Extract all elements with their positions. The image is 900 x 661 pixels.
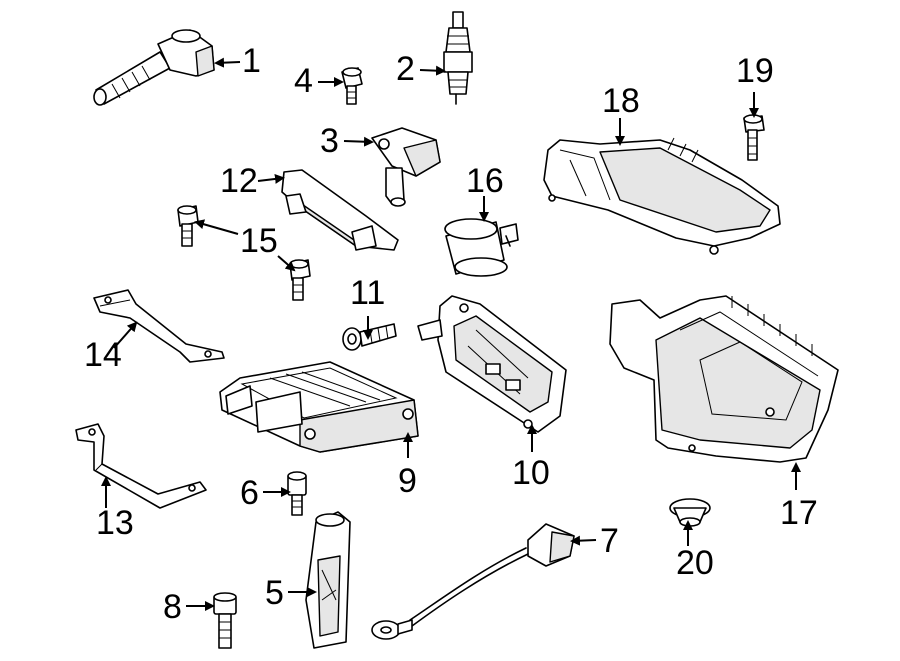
bracket-13-drawing	[75, 423, 207, 509]
sensor-drawing	[371, 127, 441, 207]
housing-cover-drawing	[543, 137, 781, 255]
callout-9: 9	[398, 462, 417, 500]
grommet-drawing	[669, 498, 711, 527]
callout-labels: 1 2 3 4 5 6 7 8 9 10 11 12 13 14 15 16 1…	[84, 42, 818, 626]
callout-7: 7	[600, 522, 619, 560]
bolt-11-drawing	[342, 323, 397, 351]
ignition-coil-drawing	[93, 29, 215, 106]
callout-1: 1	[242, 42, 261, 80]
callout-6: 6	[240, 474, 259, 512]
callout-4: 4	[294, 62, 313, 100]
relay-drawing	[444, 218, 519, 277]
bolt-4-drawing	[341, 67, 363, 105]
callout-15: 15	[240, 222, 278, 260]
knock-sensor-drawing	[371, 523, 575, 640]
callout-13: 13	[96, 504, 134, 542]
callout-2: 2	[396, 50, 415, 88]
callout-3: 3	[320, 122, 339, 160]
ecm-drawing	[219, 361, 419, 453]
bracket-12-drawing	[281, 169, 399, 251]
callout-16: 16	[466, 162, 504, 200]
bolt-15b-drawing	[289, 259, 311, 301]
callout-10: 10	[512, 454, 550, 492]
callout-18: 18	[602, 82, 640, 120]
bolt-6-drawing	[287, 471, 307, 516]
ecm-bracket-drawing	[417, 295, 567, 433]
spark-plug-drawing	[443, 11, 473, 105]
sensor-bracket-drawing	[305, 511, 351, 649]
callout-17: 17	[780, 494, 818, 532]
callout-5: 5	[265, 574, 284, 612]
bolt-8-drawing	[213, 592, 237, 649]
bolt-19-drawing	[743, 114, 765, 161]
leader-arrows	[101, 57, 801, 611]
callout-11: 11	[350, 274, 385, 312]
callout-19: 19	[736, 52, 774, 90]
callout-20: 20	[676, 544, 714, 582]
bracket-14-drawing	[93, 289, 225, 363]
housing-lower-drawing	[609, 295, 839, 463]
bolt-15a-drawing	[177, 205, 199, 247]
callout-14: 14	[84, 336, 122, 374]
callout-8: 8	[163, 588, 182, 626]
callout-12: 12	[220, 162, 258, 200]
